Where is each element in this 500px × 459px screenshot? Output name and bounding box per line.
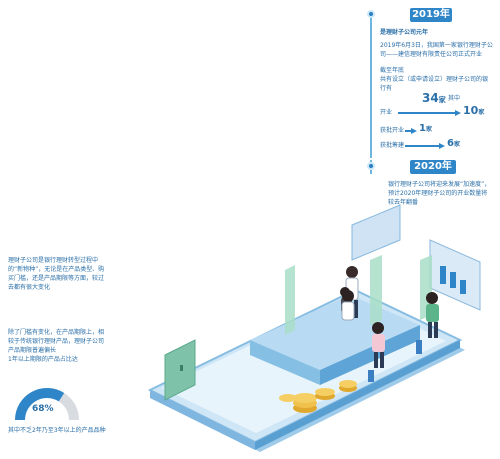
card-2019-heading: 是理财子公司元年 [380,29,429,36]
bar-approved-prep [405,145,439,147]
desk-side [320,325,420,385]
arrow-approved-prep [439,143,445,149]
total-suffix: 其中 [448,95,461,102]
chart-bar [450,272,456,288]
left-para-3: 其中不乏2年乃至3年以上的产品品种 [8,427,106,434]
timeline-dot [367,10,375,18]
percent-gauge [15,388,79,421]
row-num-opened: 10家 [463,104,485,117]
timeline-dot [367,162,375,170]
phone-edge [150,390,255,450]
card-2020: 2020年 银行理财子公司将迎来发展“加速度”，预计2020年理财子公司的开业数… [367,160,496,218]
floating-panel [351,204,401,261]
card-2019: 2019年 是理财子公司元年 2019年6月3日，我国第一家银行理财子公司——建… [367,8,496,158]
row-num-approved-prep: 6家 [447,138,460,149]
left-para-1: 理财子公司是银行理财转型过程中的“新物种”，无论是在产品类型、购买门槛，还是产品… [8,257,105,291]
glass-panel [420,255,432,320]
door-handle [180,365,183,371]
arrow-approved-open [411,128,417,134]
glass-panel [285,265,295,335]
timeline-line [370,12,372,158]
chart-bar [440,266,446,284]
year-tag-2019: 2019年 [410,8,452,22]
left-info: 理财子公司是银行理财转型过程中的“新物种”，无论是在产品类型、购买门槛，还是产品… [8,256,113,451]
percent-label: 68% [32,404,54,414]
coin-stack [279,380,357,413]
row-label-approved-prep: 获批筹建 [380,142,405,149]
phone-office-illustration [147,204,481,452]
bar-opened [398,112,455,114]
row-label-opened: 开业 [380,109,393,116]
glass-panel [370,255,382,325]
card-2020-body: 银行理财子公司将迎来发展“加速度”，预计2020年理财子公司的开业数量将较去年翻… [388,181,491,206]
left-para-2: 除了门槛有变化，在产品期限上，相较于传统银行理财产品，理财子公司产品期限普遍偏长… [8,329,105,363]
arrow-opened [455,110,461,116]
card-2019-body: 2019年6月3日，我国第一家银行理财子公司——建信理财有限责任公司正式开业 [380,42,493,58]
person-right [426,292,439,338]
total-number: 34家 [422,91,446,105]
row-label-approved-open: 获批开业 [380,127,405,134]
chair [416,340,422,354]
chair [368,370,374,382]
bar-approved-open [405,130,411,132]
row-num-approved-open: 1家 [419,123,432,134]
card-2019-stat-intro: 截至年底 共有设立（或申请设立）理财子公司的银行有 [380,67,489,92]
person-front [372,322,385,368]
year-tag-2020: 2020年 [410,160,456,174]
person-seated-desk [341,290,355,321]
desk-front [250,340,320,385]
phone-edge-side [255,340,460,450]
chart-bar [460,280,466,294]
gauge-fill [15,388,65,421]
